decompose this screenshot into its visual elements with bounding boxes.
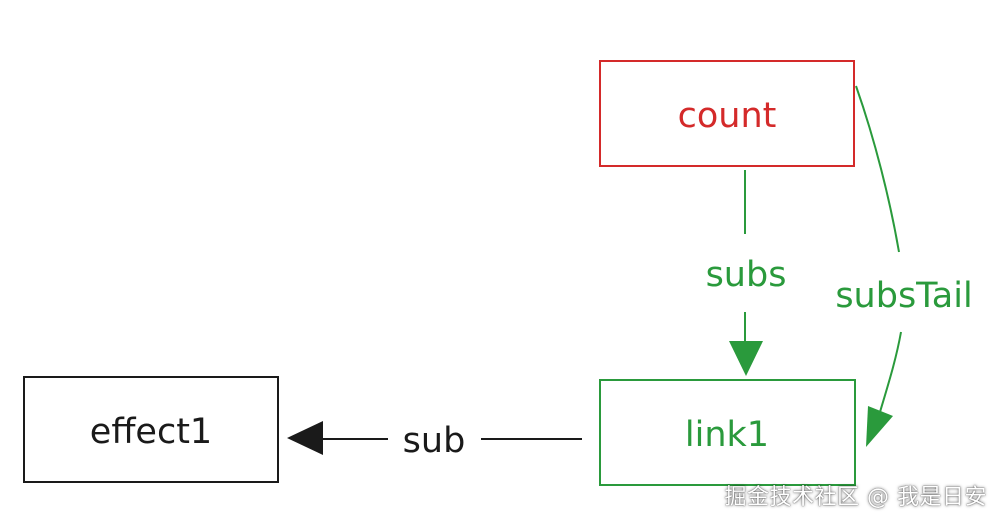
edge-subsTail-label: subsTail bbox=[835, 276, 972, 316]
node-count-label: count bbox=[678, 96, 777, 136]
edge-sub-arrowhead bbox=[287, 421, 323, 455]
edge-subs-label: subs bbox=[706, 255, 787, 295]
node-count-box bbox=[599, 60, 855, 167]
node-link1-box bbox=[599, 379, 856, 486]
edge-subs-arrowhead bbox=[729, 341, 763, 376]
edge-subsTail[interactable]: subsTail bbox=[835, 85, 973, 447]
watermark-text: 掘金技术社区 @ 我是日安 bbox=[724, 485, 987, 510]
node-effect1-box bbox=[23, 376, 279, 483]
node-link1-label: link1 bbox=[685, 415, 769, 455]
edge-sub-label: sub bbox=[403, 421, 466, 461]
node-count[interactable]: count bbox=[599, 60, 855, 167]
edge-subsTail-arrowhead bbox=[866, 406, 893, 447]
edge-subsTail-curve-top bbox=[855, 85, 900, 253]
edge-subs[interactable]: subs bbox=[706, 170, 787, 376]
node-effect1-label: effect1 bbox=[90, 412, 212, 452]
node-effect1[interactable]: effect1 bbox=[23, 376, 279, 483]
node-link1[interactable]: link1 bbox=[599, 379, 856, 486]
edge-sub[interactable]: sub bbox=[287, 421, 582, 461]
edge-subsTail-curve-bottom bbox=[879, 331, 902, 413]
